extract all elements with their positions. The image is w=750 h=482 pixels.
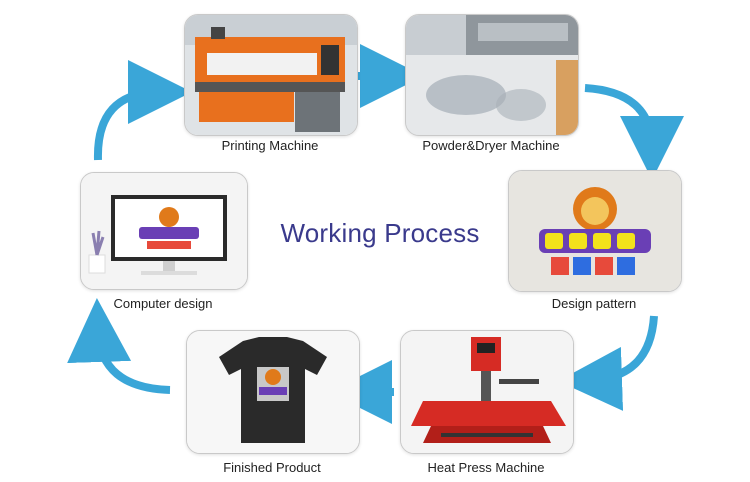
step-label-finished-product: Finished Product	[176, 460, 368, 475]
diagram-title: Working Process	[280, 218, 480, 249]
arrow-design-to-heatpress	[590, 316, 654, 380]
computer-design-image	[80, 172, 248, 290]
design-pattern-image	[508, 170, 682, 292]
step-label-powder-dryer-machine: Powder&Dryer Machine	[395, 138, 587, 153]
step-label-heat-press-machine: Heat Press Machine	[386, 460, 586, 475]
printing-machine-image	[184, 14, 358, 136]
step-label-design-pattern: Design pattern	[508, 296, 680, 311]
arrow-finished-to-computer	[98, 330, 170, 390]
heat-press-machine-image	[400, 330, 574, 454]
arrow-computer-to-printing	[98, 92, 160, 160]
step-label-printing-machine: Printing Machine	[184, 138, 356, 153]
step-label-computer-design: Computer design	[80, 296, 246, 311]
finished-product-image	[186, 330, 360, 454]
powder-dryer-machine-image	[405, 14, 579, 136]
arrow-powder-to-design	[585, 88, 652, 148]
